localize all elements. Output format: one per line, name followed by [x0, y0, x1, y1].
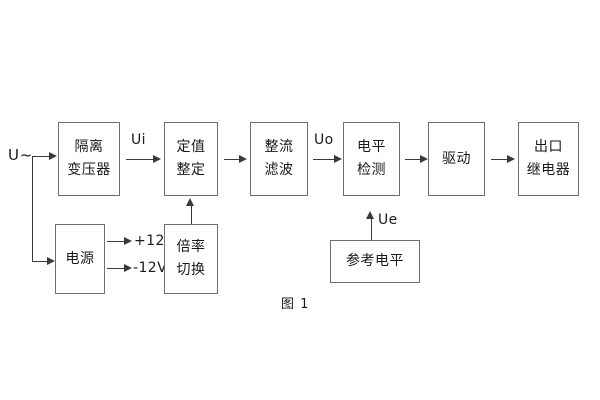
multiplier-to-setting-line [190, 206, 192, 224]
block-reference-level[interactable]: 参考电平 [330, 240, 420, 283]
reference-to-level-arrowhead [366, 211, 374, 219]
block-drive[interactable]: 驱动 [428, 122, 485, 196]
input-source-label: U~ [8, 146, 34, 164]
block-output-relay-line1: 出口 [534, 139, 563, 156]
block-multiplier-switch[interactable]: 倍率 切换 [164, 224, 218, 294]
rectifier-to-level-line [313, 159, 335, 160]
block-isolation-transformer-line1: 隔离 [74, 139, 104, 156]
rail-negative-line [107, 268, 125, 269]
setting-to-rectifier-line [224, 159, 240, 160]
block-level-detection-line2: 检测 [357, 162, 386, 178]
block-isolation-transformer-line2: 变压器 [67, 162, 111, 178]
block-drive-line1: 驱动 [442, 150, 471, 167]
signal-uo-label: Uo [314, 132, 334, 148]
rail-negative-arrowhead [124, 263, 132, 272]
block-level-detection[interactable]: 电平 检测 [343, 122, 400, 196]
signal-ui-label: Ui [131, 132, 146, 148]
transformer-to-setting-line [126, 159, 154, 160]
setting-to-rectifier-arrowhead [239, 154, 247, 163]
block-output-relay-line2: 继电器 [526, 162, 571, 178]
drive-to-relay-line [491, 159, 508, 160]
rail-negative-label: -12V [133, 260, 168, 276]
input-bus-vertical-line [32, 156, 33, 261]
block-isolation-transformer[interactable]: 隔离 变压器 [58, 122, 120, 196]
level-to-drive-arrowhead [420, 154, 428, 163]
figure-caption: 图 1 [281, 297, 310, 312]
block-setting-value[interactable]: 定值 整定 [164, 122, 218, 196]
reference-to-level-line [370, 219, 372, 240]
block-level-detection-line1: 电平 [357, 139, 386, 156]
block-setting-value-line1: 定值 [176, 139, 206, 156]
block-output-relay[interactable]: 出口 继电器 [518, 122, 579, 196]
level-to-drive-line [405, 159, 421, 160]
drive-to-relay-arrowhead [507, 154, 515, 163]
block-multiplier-switch-line1: 倍率 [176, 239, 206, 256]
input-to-power-arrowhead [47, 256, 55, 265]
block-rectifier-filter-line2: 滤波 [264, 162, 294, 178]
input-to-power-line [32, 261, 48, 262]
input-to-transformer-arrowhead [49, 151, 57, 160]
signal-ue-label: Ue [378, 212, 398, 228]
block-power-supply-line1: 电源 [65, 250, 95, 267]
block-rectifier-filter[interactable]: 整流 滤波 [250, 122, 308, 196]
block-multiplier-switch-line2: 切换 [176, 262, 206, 278]
block-power-supply[interactable]: 电源 [55, 224, 105, 294]
rectifier-to-level-arrowhead [334, 154, 342, 163]
block-reference-level-line1: 参考电平 [346, 253, 404, 270]
block-rectifier-filter-line1: 整流 [264, 139, 294, 156]
input-to-transformer-line [32, 156, 50, 157]
transformer-to-setting-arrowhead [153, 154, 161, 163]
multiplier-to-setting-arrowhead [186, 198, 194, 206]
rail-positive-line [107, 241, 125, 242]
rail-positive-arrowhead [124, 236, 132, 245]
block-setting-value-line2: 整定 [176, 162, 206, 178]
